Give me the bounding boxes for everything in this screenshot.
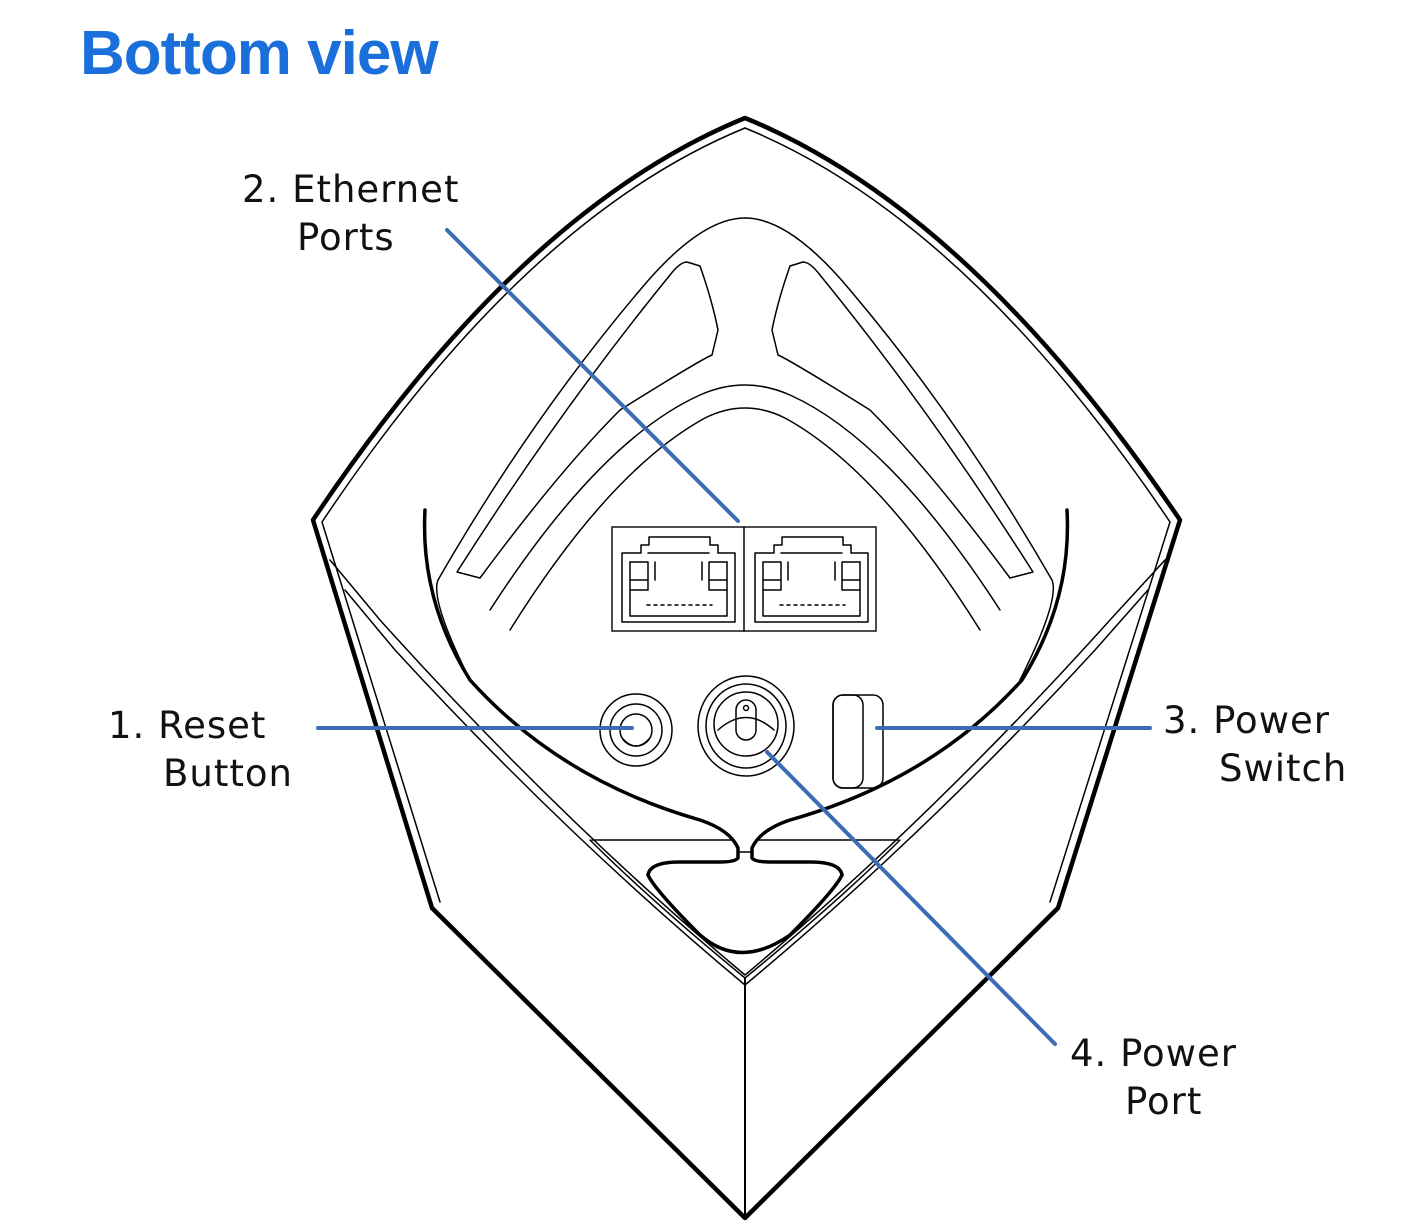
callout-reset-line2: Button	[163, 752, 293, 795]
device-body	[310, 115, 1183, 1221]
callout-port-line1: 4. Power	[1070, 1032, 1237, 1075]
power-switch	[832, 694, 884, 789]
device-inner-rim	[321, 127, 746, 903]
callout-switch-line1: 3. Power	[1163, 699, 1330, 742]
vent-right	[771, 261, 1034, 579]
lower-notch	[646, 873, 844, 955]
leader-line-ethernet	[445, 228, 740, 523]
chevron-rim-3	[589, 839, 901, 979]
leader-lines	[316, 228, 1152, 1046]
power-port	[697, 675, 795, 777]
callout-port-line2: Port	[1125, 1080, 1203, 1123]
callout-reset-line1: 1. Reset	[108, 704, 267, 747]
port-well	[329, 508, 1166, 986]
ethernet-port-1	[621, 536, 736, 623]
device-outer-outline	[310, 115, 1183, 1221]
chevron-rim-2	[344, 589, 1149, 986]
callout-switch-line2: Switch	[1219, 747, 1348, 790]
callout-ethernet-line2: Ports	[297, 216, 395, 259]
callout-reset-button: 1. Reset Button	[108, 702, 293, 798]
recess-outer-line	[435, 217, 746, 681]
ethernet-ports	[611, 526, 877, 632]
page-title: Bottom view	[80, 19, 439, 88]
callout-power-port: 4. Power Port	[1070, 1030, 1237, 1126]
vent-left	[456, 261, 719, 579]
callout-ethernet-line1: 2. Ethernet	[242, 168, 460, 211]
callout-power-switch: 3. Power Switch	[1163, 697, 1347, 793]
leader-line-power-port	[765, 750, 1057, 1046]
inner-arch-1	[489, 384, 1001, 611]
chevron-rim-1	[329, 559, 1166, 976]
ethernet-port-2	[754, 536, 869, 623]
port-well-outline	[422, 508, 740, 877]
inner-arch-2	[509, 407, 981, 631]
top-recess	[435, 217, 1055, 681]
callout-ethernet-ports: 2. Ethernet Ports	[242, 166, 459, 262]
